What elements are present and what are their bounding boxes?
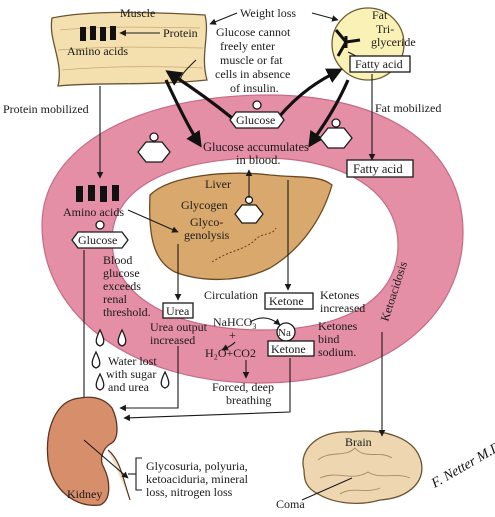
fatty-acid-ring-label: Fatty acid bbox=[353, 162, 403, 176]
ketones-increased-line2: increased bbox=[320, 301, 365, 315]
circulation-label: Circulation bbox=[204, 288, 258, 302]
fat-label: Fat bbox=[372, 8, 388, 22]
water-droplets bbox=[91, 328, 170, 391]
fatty-acid-box-ring bbox=[346, 159, 414, 178]
fatty-acid-box-top bbox=[349, 55, 411, 73]
glucose-to-fat-blocked-arrow bbox=[276, 68, 343, 120]
water-lost-line1: Water lost bbox=[108, 354, 157, 368]
glycogen-label: Glycogen bbox=[181, 198, 228, 212]
amino-to-liver-arrow bbox=[127, 209, 179, 233]
forced-breathing-line1: Forced, deep bbox=[212, 380, 274, 394]
outcome-bracket bbox=[135, 457, 142, 491]
glucose-hexagon-top: Glucose bbox=[229, 100, 285, 129]
glucose-molecule-icon-right bbox=[319, 118, 353, 149]
protein-blocks-ring-icon bbox=[76, 185, 119, 202]
blood-glucose-line2: glucose bbox=[103, 266, 140, 280]
fatty-acid-top-label: Fatty acid bbox=[355, 57, 403, 71]
artist-signature: F. Netter M.D. bbox=[428, 438, 495, 492]
glycosuria-line2: ketoaciduria, mineral bbox=[146, 472, 249, 486]
urea-label: Urea bbox=[166, 304, 190, 318]
glycogenolysis-line1: Glyco- bbox=[190, 215, 223, 229]
urea-to-kidney-arrow bbox=[119, 346, 179, 412]
plus-sign: + bbox=[229, 328, 236, 342]
coma-pointer-line bbox=[301, 477, 353, 501]
sodium-label: Na bbox=[278, 327, 291, 339]
muscle-tissue: Muscle Protein Amino acids bbox=[50, 6, 208, 87]
ketones-increased-line1: Ketones bbox=[320, 288, 360, 302]
glucose-hexagon-left: Glucose bbox=[71, 220, 129, 249]
ketone-na-box bbox=[267, 340, 315, 357]
protein-label: Protein bbox=[163, 26, 198, 40]
glucose-left-label: Glucose bbox=[78, 233, 117, 247]
blood-glucose-line5: threshold. bbox=[103, 305, 151, 319]
protein-mobilized-label: Protein mobilized bbox=[3, 102, 89, 116]
blood-glucose-line1: Blood bbox=[103, 253, 132, 267]
ketone-circulation-label: Ketone bbox=[269, 294, 304, 308]
water-lost-line3: and urea bbox=[108, 380, 150, 394]
urea-output-line2: increased bbox=[150, 333, 195, 347]
glucose-cannot-line5: of insulin. bbox=[230, 81, 279, 95]
fat-cell: Fat Tri- glyceride Fatty acid bbox=[331, 7, 416, 81]
glycosuria-line1: Glycosuria, polyuria, bbox=[146, 459, 248, 473]
brain-organ: Brain bbox=[302, 430, 423, 504]
fat-mobilized-label: Fat mobilized bbox=[375, 101, 441, 115]
weight-loss-arrow-fat bbox=[311, 12, 339, 22]
liver-label: Liver bbox=[205, 177, 231, 191]
glycosuria-line3: loss, nitrogen loss bbox=[146, 485, 233, 499]
weight-loss-label: Weight loss bbox=[240, 6, 296, 20]
blood-glucose-line4: renal bbox=[103, 292, 128, 306]
glucose-cannot-line4: cells in absence bbox=[215, 67, 290, 81]
blood-glucose-line3: exceeds bbox=[103, 279, 141, 293]
protein-blocks-icon bbox=[80, 26, 116, 41]
glucose-cannot-line1: Glucose cannot bbox=[216, 25, 291, 39]
muscle-label: Muscle bbox=[120, 6, 155, 20]
glucose-molecule-icon-left bbox=[137, 132, 171, 163]
ketones-bind-line3: sodium. bbox=[318, 345, 356, 359]
ketone-to-kidney-arrow bbox=[123, 358, 291, 422]
nahco3-label: NaHCO3 bbox=[213, 315, 256, 331]
glucose-accumulates-line1: Glucose accumulates bbox=[203, 140, 309, 154]
glucose-accumulates-line2: in blood. bbox=[236, 153, 280, 167]
urea-output-line1: Urea output bbox=[150, 320, 208, 334]
h2o-co2-label: H₂O+CO2 bbox=[205, 346, 256, 360]
glucose-to-muscle-blocked-arrow bbox=[165, 70, 234, 120]
kidney-organ: Kidney bbox=[46, 396, 131, 506]
water-lost-line2: with sugar bbox=[106, 367, 156, 381]
coma-label: Coma bbox=[276, 497, 305, 511]
glucose-cannot-line2: freely enter bbox=[220, 39, 275, 53]
forced-breathing-line2: breathing bbox=[226, 393, 271, 407]
liver-organ: Liver Glycogen Glyco- genolysis bbox=[149, 169, 333, 281]
glucose-top-label: Glucose bbox=[236, 113, 275, 127]
weight-loss-arrow-muscle bbox=[209, 12, 238, 25]
ketones-bind-line1: Ketones bbox=[318, 319, 358, 333]
ketones-bind-line2: bind bbox=[318, 332, 339, 346]
sodium-transfer-arrow bbox=[249, 317, 281, 326]
triglyceride-icon bbox=[334, 29, 361, 57]
brain-label: Brain bbox=[345, 435, 372, 449]
triglyceride-line2: glyceride bbox=[371, 35, 416, 49]
muscle-glucose-back-arrow bbox=[164, 79, 202, 148]
glycogenolysis-line2: genolysis bbox=[184, 228, 230, 242]
fat-glucose-back-arrow bbox=[308, 79, 350, 148]
glucose-cannot-line3: muscle or fat bbox=[220, 53, 283, 67]
kidney-label: Kidney bbox=[67, 487, 102, 501]
amino-acids-ring-label: Amino acids bbox=[63, 205, 124, 219]
urea-box bbox=[162, 302, 194, 319]
triglyceride-line1: Tri- bbox=[376, 22, 394, 36]
amino-acids-muscle-label: Amino acids bbox=[67, 44, 128, 58]
ketone-na-label: Ketone bbox=[271, 342, 306, 356]
ketone-circulation-box bbox=[264, 292, 314, 310]
